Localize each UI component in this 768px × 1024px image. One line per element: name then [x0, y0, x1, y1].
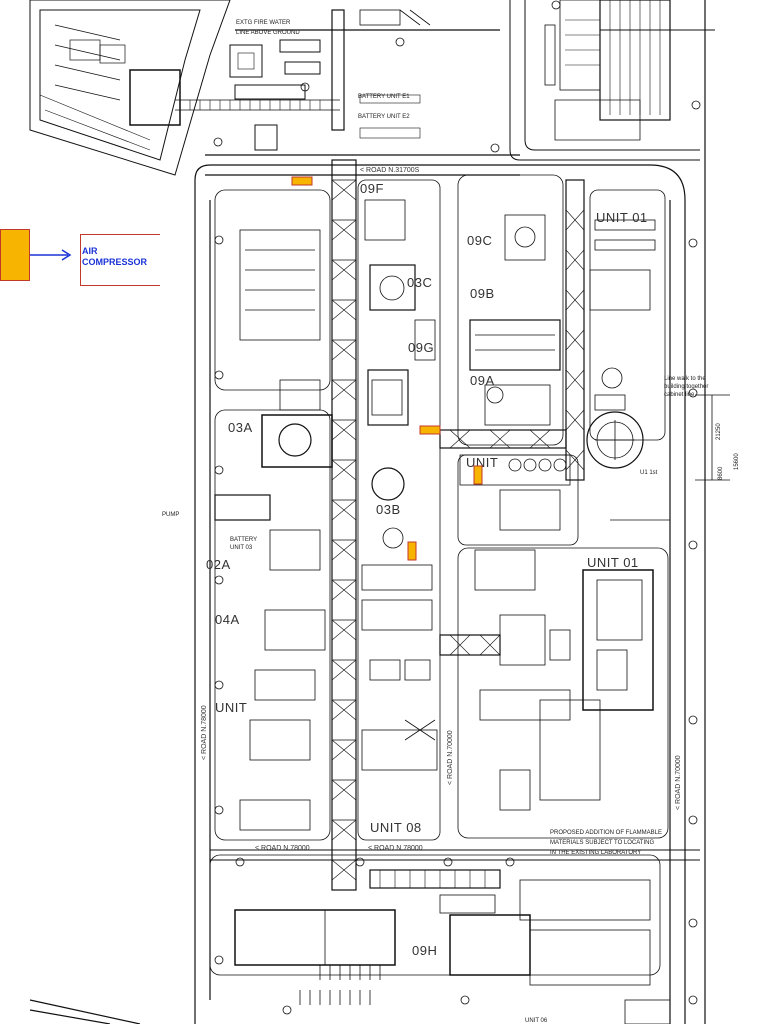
air-compressor-marker-3[interactable]	[473, 465, 483, 485]
legend-label: AIR COMPRESSOR	[80, 234, 160, 286]
u1-label: U1 1st	[640, 470, 658, 476]
side-note-1: Line walk to the	[664, 376, 706, 382]
central-pipe-rack	[331, 9, 585, 891]
area-09G: 09G	[408, 340, 434, 355]
northwest-facility	[29, 0, 231, 1024]
area-09A: 09A	[470, 373, 495, 388]
drawing-notes: EXTG FIRE WATER LINE ABOVE GROUND BATTER…	[162, 20, 740, 1024]
proposed-note-1: PROPOSED ADDITION OF FLAMMABLE	[550, 830, 662, 836]
battery-e2-label: BATTERY UNIT E2	[358, 114, 410, 120]
area-02A: 02A	[206, 557, 231, 572]
northeast-structures	[509, 0, 715, 1024]
unit06-label: UNIT 06	[525, 1018, 548, 1024]
air-compressor-marker-1[interactable]	[291, 176, 313, 186]
road-west-label: < ROAD N.78000	[201, 705, 208, 760]
proposed-note-3: IN THE EXISTING LABORATORY	[550, 850, 641, 856]
legend-arrow-icon	[30, 249, 72, 261]
area-03B: 03B	[376, 502, 401, 517]
legend-swatch	[0, 229, 30, 281]
area-unit-west: UNIT	[215, 700, 247, 715]
battery-03-label: BATTERY	[230, 537, 257, 543]
dimension-2: 8600	[718, 466, 724, 480]
road-center-label: < ROAD N.70000	[447, 730, 454, 785]
road-east-label: < ROAD N.70000	[675, 755, 682, 810]
area-09C: 09C	[467, 233, 492, 248]
area-09B: 09B	[470, 286, 495, 301]
legend-text-air: AIR	[82, 246, 98, 256]
equipment	[214, 199, 730, 1024]
air-compressor-marker-2[interactable]	[419, 425, 441, 435]
area-unit01-north: UNIT 01	[596, 210, 648, 225]
air-compressor-markers	[291, 176, 483, 561]
pump-label: PUMP	[162, 512, 179, 518]
north-structures	[175, 9, 500, 151]
side-note-2: building together	[664, 384, 708, 390]
area-03C: 03C	[407, 275, 432, 290]
survey-markers	[213, 0, 701, 1015]
air-compressor-marker-4[interactable]	[407, 541, 417, 561]
road-south-right-label: < ROAD N.78000	[368, 845, 423, 852]
area-09F: 09F	[360, 181, 384, 196]
fire-water-label: EXTG FIRE WATER	[236, 20, 291, 26]
area-unit08: UNIT 08	[370, 820, 422, 835]
area-unit01: UNIT 01	[587, 555, 639, 570]
battery-e1-label: BATTERY UNIT E1	[358, 94, 410, 100]
area-03A: 03A	[228, 420, 253, 435]
roads	[194, 154, 700, 1024]
side-note-3: cabinet line	[664, 392, 695, 398]
area-09H: 09H	[412, 943, 437, 958]
area-04A: 04A	[215, 612, 240, 627]
proposed-note-2: MATERIALS SUBJECT TO LOCATING	[550, 840, 654, 846]
road-south-left-label: < ROAD N.78000	[255, 845, 310, 852]
dimension-1: 21250	[716, 423, 722, 440]
battery-03-label-2: UNIT 03	[230, 545, 253, 551]
legend-text-compressor: COMPRESSOR	[82, 257, 148, 267]
dimension-3: 15600	[734, 453, 740, 470]
fire-water-label-2: LINE ABOVE GROUND	[236, 30, 300, 36]
road-north-label: < ROAD N.31700S	[360, 167, 420, 174]
area-labels: 09F 09C 09B 09A 09G 03C 03A 03B 02A 04A …	[206, 181, 648, 958]
